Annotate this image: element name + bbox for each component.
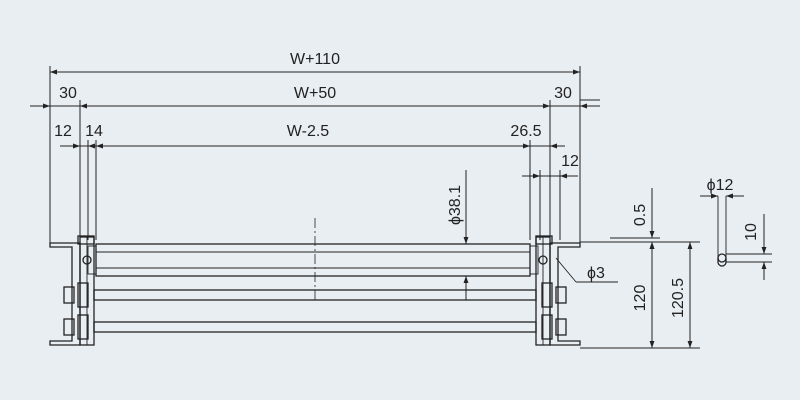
label-overall-width: W+110 — [290, 51, 340, 68]
dimension-right-gap: 12 — [522, 153, 579, 179]
dimension-row-3: 12 14 W-2.5 26.5 — [54, 123, 565, 149]
label-roller-length: W-2.5 — [287, 123, 329, 140]
label-side-right: 30 — [554, 85, 572, 102]
label-inner-width: W+50 — [294, 85, 336, 102]
label-left-gap: 12 — [54, 123, 72, 140]
dimension-heights: 0.5 120 120.5 — [632, 188, 693, 348]
label-top-offset: 0.5 — [632, 204, 649, 226]
label-shaft-diameter: ϕ3 — [587, 265, 605, 282]
label-left-offset: 14 — [85, 123, 103, 140]
label-right-gap: 12 — [561, 153, 579, 170]
label-side-left: 30 — [59, 85, 77, 102]
label-hole-diameter: ϕ12 — [707, 177, 734, 194]
dimension-roller-diameter: ϕ38.1 — [440, 170, 480, 300]
main-roller — [82, 243, 548, 277]
label-roller-diameter: ϕ38.1 — [447, 185, 464, 225]
dimension-row-2: 30 W+50 30 — [30, 85, 600, 109]
label-right-offset: 26.5 — [510, 123, 541, 140]
label-total-height: 120.5 — [670, 278, 687, 318]
label-frame-height: 120 — [632, 285, 649, 312]
hole-detail: ϕ12 10 — [700, 177, 772, 280]
extension-lines — [49, 66, 700, 349]
dimension-overall-width: W+110 — [50, 51, 580, 75]
dimension-shaft-diameter: ϕ3 — [555, 257, 618, 283]
label-hole-offset: 10 — [743, 223, 760, 241]
support-bars — [63, 235, 567, 340]
